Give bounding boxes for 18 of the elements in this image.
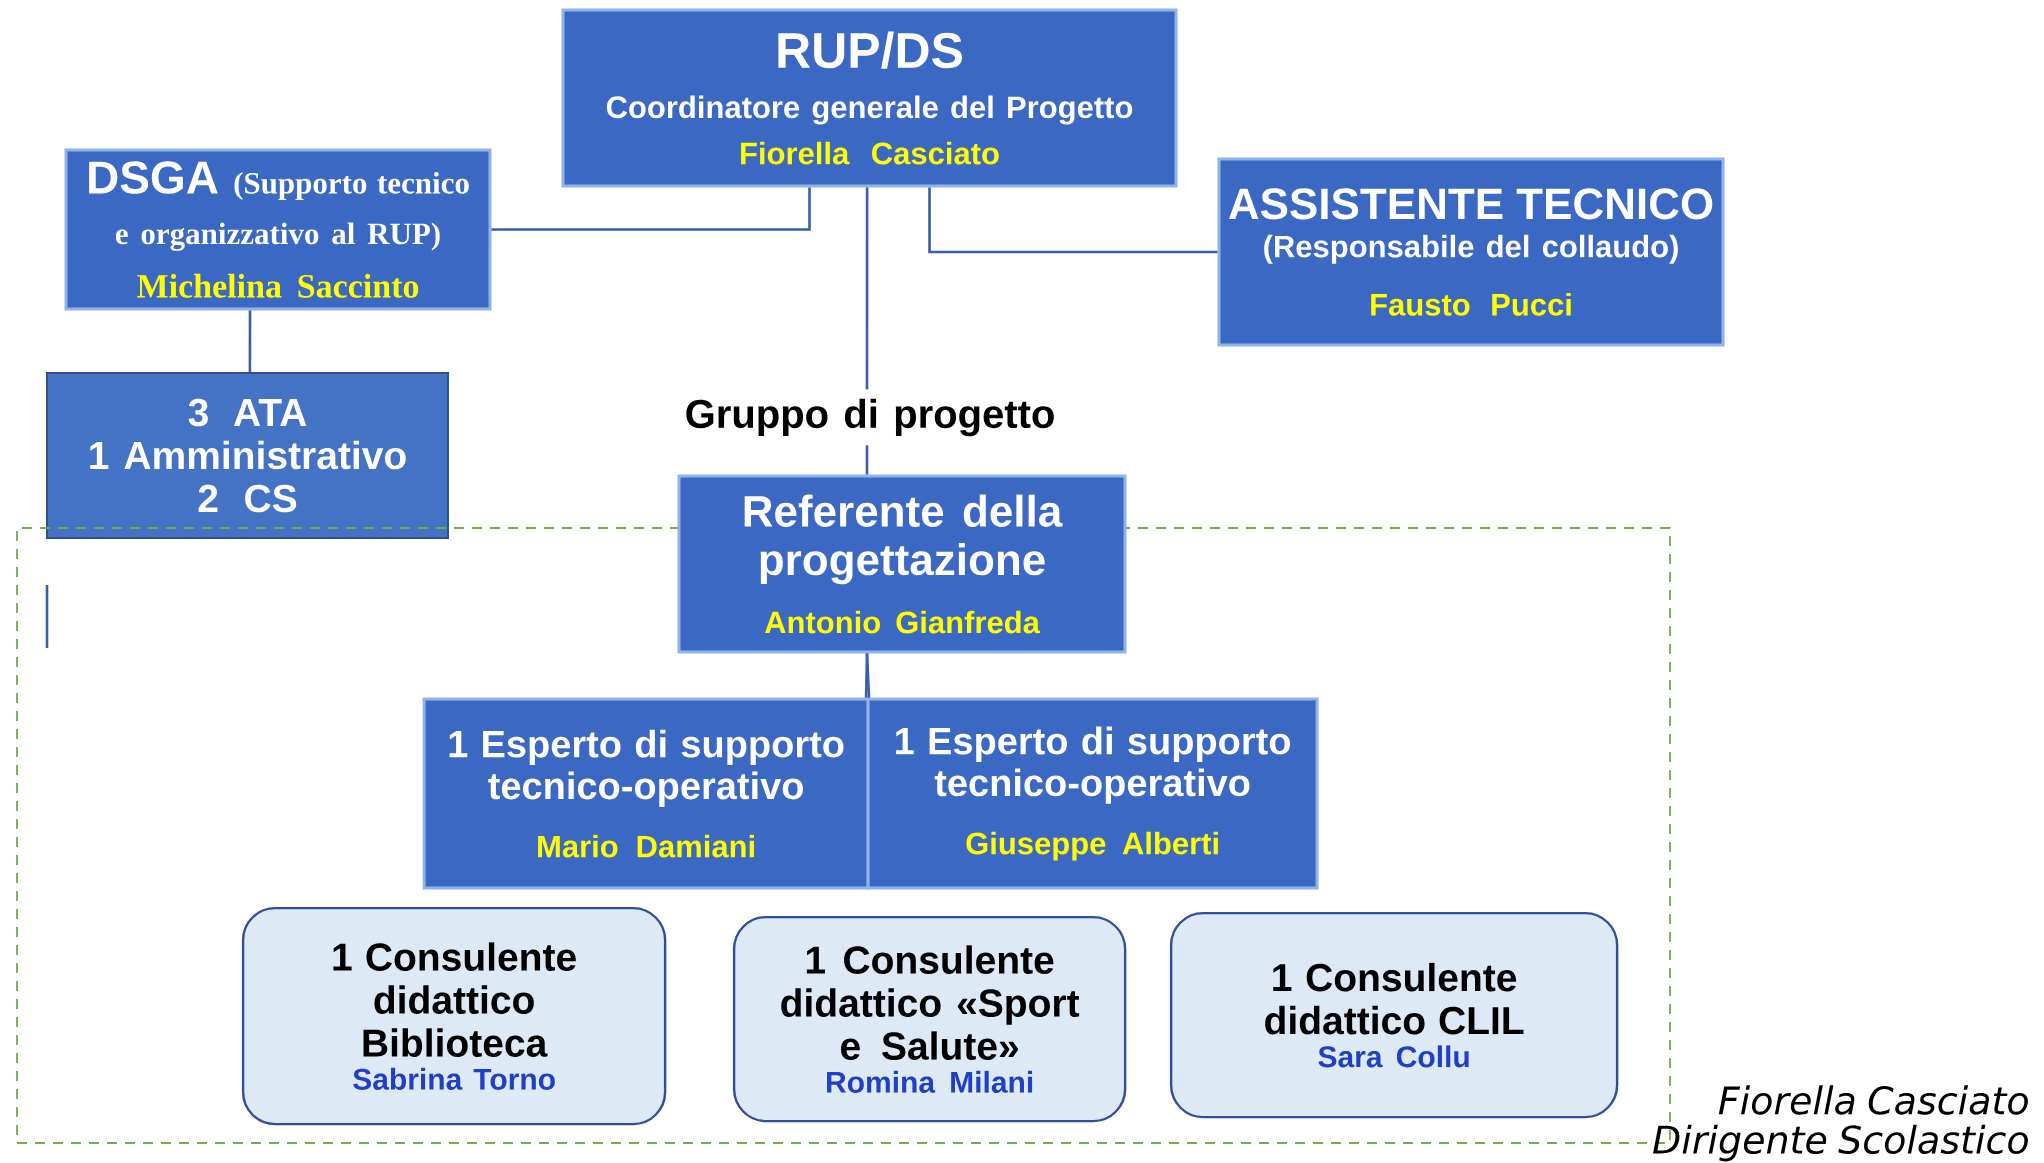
signature-text: Fiorella Casciato — [1718, 1085, 2028, 1115]
rounded-box: 1 Consulente didattico Biblioteca Sabrina Torno — [241, 906, 667, 1126]
signature-text: Dirigente Scolastico — [1653, 1124, 2028, 1162]
role-box: DSGA (Supporto tecnico e organizzativo al RUP) Michelina Saccinto — [64, 148, 492, 311]
group-heading: Gruppo di progetto — [686, 398, 1054, 437]
connector-line — [248, 310, 252, 372]
connector-line — [928, 187, 1218, 254]
role-box: Referente della progettazione Antonio Gianfreda — [677, 474, 1127, 654]
role-box: ASSISTENTE TECNICO (Responsabile del collaudo) Fausto Pucci — [1217, 157, 1725, 347]
rounded-box: 1 Consulente didattico «Sport e Salute» Romina Milani — [732, 915, 1127, 1123]
rounded-box: 1 Consulente didattico CLIL Sara Collu — [1169, 911, 1619, 1119]
connector-line — [865, 187, 869, 390]
connector-line — [865, 445, 869, 475]
connector-line — [491, 187, 811, 231]
staff-box: 3 ATA 1 Amministrativo 2 CS — [46, 372, 449, 539]
role-box: RUP/DS Coordinatore generale del Progetto Fiorella Casciato — [561, 8, 1178, 188]
role-box: 1 Esperto di supporto tecnico-operativo Mario Damiani — [422, 697, 870, 890]
role-box: 1 Esperto di supporto tecnico-operativo Giuseppe Alberti — [866, 697, 1319, 890]
